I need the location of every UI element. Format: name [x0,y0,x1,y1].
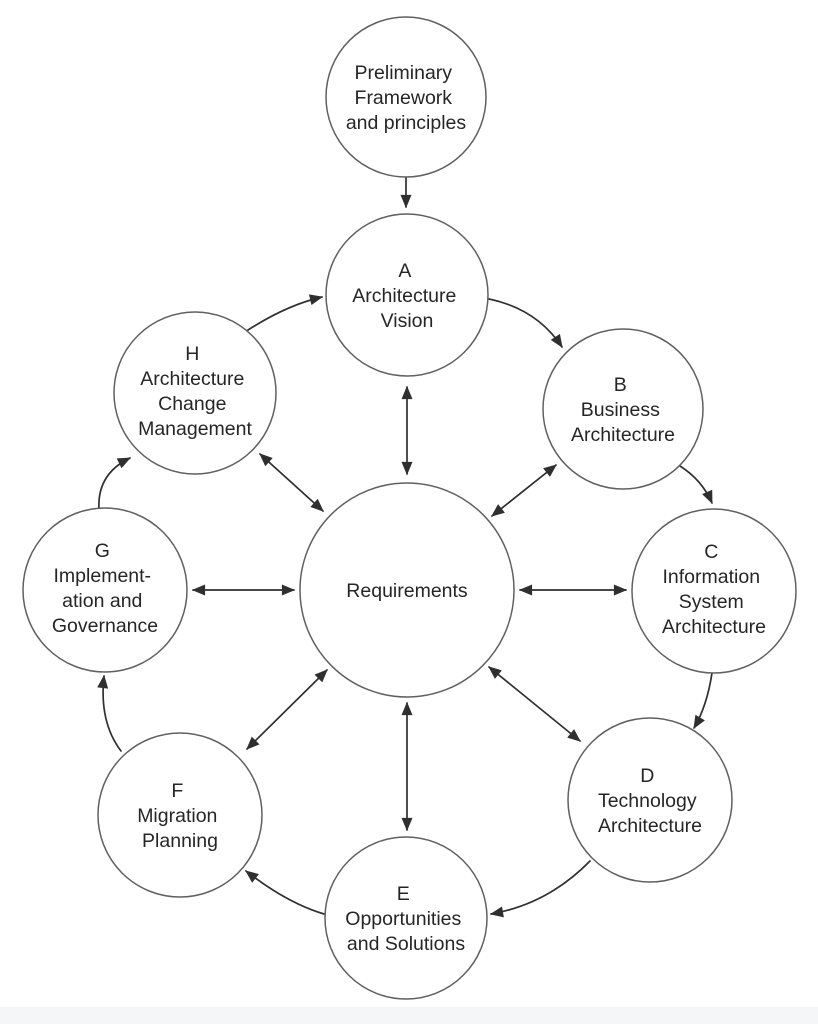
edge-h-to-a [247,294,324,331]
edge-a-to-b [488,298,563,348]
node-e-line2: Opportunities [345,908,461,930]
node-preliminary-framework: Preliminary Framework and principles [325,16,487,178]
svg-text:E Opportunities: E Opportunities and Solutions [345,883,466,955]
node-h-line3: Change [158,393,226,415]
edge-c-to-d [693,672,713,729]
node-preliminary-line2: Framework [355,87,453,109]
node-c-letter: C [704,541,718,563]
edge-requirements-h [259,453,324,512]
requirements-spokes [191,385,628,832]
node-g-line2: Implement- [54,565,152,587]
node-f-line2: Migration [137,805,217,827]
node-c-line2: Information [663,566,761,588]
edge-requirements-b [491,464,557,517]
node-c-line3: System [679,591,744,613]
cycle-arrows [97,177,713,918]
edge-requirements-d [488,666,581,742]
node-g-letter: G [95,540,110,562]
edge-e-to-f [245,870,325,915]
node-d-letter: D [640,765,654,787]
edge-f-to-g [97,674,122,752]
svg-text:B Business Arc: B Business Architecture [571,374,675,446]
node-b-line3: Architecture [571,424,675,446]
node-a-line2: Architecture [352,285,456,307]
svg-text:F Migration Pl: F Migration Planning [137,780,223,852]
node-b-letter: B [614,374,627,396]
node-a-line3: Vision [381,310,434,332]
node-c-line4: Architecture [662,616,766,638]
node-f-letter: F [171,780,183,802]
node-preliminary-line1: Preliminary [355,62,453,84]
node-d-technology-architecture: D Technology Architecture [567,717,733,883]
node-preliminary-line3: and principles [346,112,467,134]
node-f-migration-planning: F Migration Planning [97,732,263,898]
node-e-opportunities-and-solutions: E Opportunities and Solutions [324,836,488,1000]
edge-d-to-e [489,860,591,918]
node-a-letter: A [398,260,411,282]
node-f-line3: Planning [142,830,218,852]
node-h-architecture-change-management: H Architecture Change Management [113,311,277,475]
edge-b-to-c [679,465,713,505]
svg-text:A Architecture: A Architecture Vision [352,260,461,332]
footer-band [0,1007,818,1024]
node-d-line2: Technology [598,790,697,812]
svg-text:C Information: C Information System Architecture [662,541,766,638]
node-g-line3: ation and [62,590,142,612]
edge-g-to-h [98,457,131,510]
node-a-architecture-vision: A Architecture Vision [325,213,489,377]
node-requirements: Requirements [299,482,515,698]
node-h-line4: Management [138,418,252,440]
svg-text:Requirements: Requirements [346,580,468,602]
svg-text:D Technology A: D Technology Architecture [598,765,702,837]
node-h-letter: H [185,343,199,365]
node-g-implementation-and-governance: G Implement- ation and Governance [22,507,188,673]
node-h-line2: Architecture [140,368,244,390]
node-g-line4: Governance [52,615,158,637]
node-requirements-label: Requirements [346,580,468,602]
node-d-line3: Architecture [598,815,702,837]
edge-requirements-f [246,669,328,750]
svg-text:H Architecture: H Architecture Change Management [138,343,252,440]
svg-text:Preliminary Framework: Preliminary Framework and principles [346,62,467,134]
node-b-line2: Business [581,399,660,421]
node-c-information-system-architecture: C Information System Architecture [631,508,797,674]
node-e-line3: and Solutions [347,933,465,955]
node-b-business-architecture: B Business Architecture [542,328,704,490]
svg-text:G Implement- a: G Implement- ation and Governance [52,540,158,637]
node-e-letter: E [397,883,410,905]
